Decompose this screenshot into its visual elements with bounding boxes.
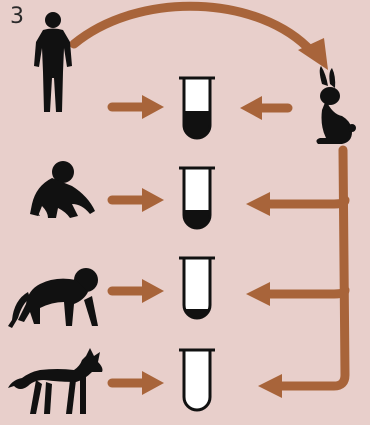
test-tube-human bbox=[179, 78, 215, 140]
human-silhouette-icon bbox=[34, 12, 72, 112]
rabbit-distribution-line bbox=[282, 150, 345, 386]
row4-subject-arrowhead bbox=[142, 371, 164, 395]
row1-rabbit-arrowhead bbox=[240, 96, 262, 120]
row1-subject-arrowhead bbox=[142, 95, 164, 119]
row2-subject-arrowhead bbox=[142, 188, 164, 212]
row3-rabbit-arrowhead bbox=[246, 282, 270, 306]
monkey-silhouette-icon bbox=[8, 268, 98, 328]
row2-rabbit-arrowhead bbox=[246, 192, 270, 216]
row3-subject-arrowhead bbox=[142, 279, 164, 303]
row4-rabbit-arrowhead bbox=[258, 374, 282, 398]
test-tube-monkey bbox=[179, 258, 215, 320]
branch-line-row2 bbox=[268, 200, 345, 204]
test-tube-chimpanzee bbox=[179, 168, 215, 230]
figure-number: 3 bbox=[10, 4, 24, 29]
chimpanzee-silhouette-icon bbox=[30, 161, 95, 218]
test-tubes bbox=[179, 78, 215, 410]
branch-line-row3 bbox=[268, 290, 345, 294]
tube-body bbox=[184, 350, 210, 410]
rabbit-silhouette-icon bbox=[316, 66, 356, 144]
dog-silhouette-icon bbox=[8, 348, 103, 414]
test-tube-dog bbox=[179, 350, 215, 410]
precipitate-human bbox=[182, 111, 212, 140]
human-to-rabbit-curved-arrow bbox=[74, 6, 312, 52]
